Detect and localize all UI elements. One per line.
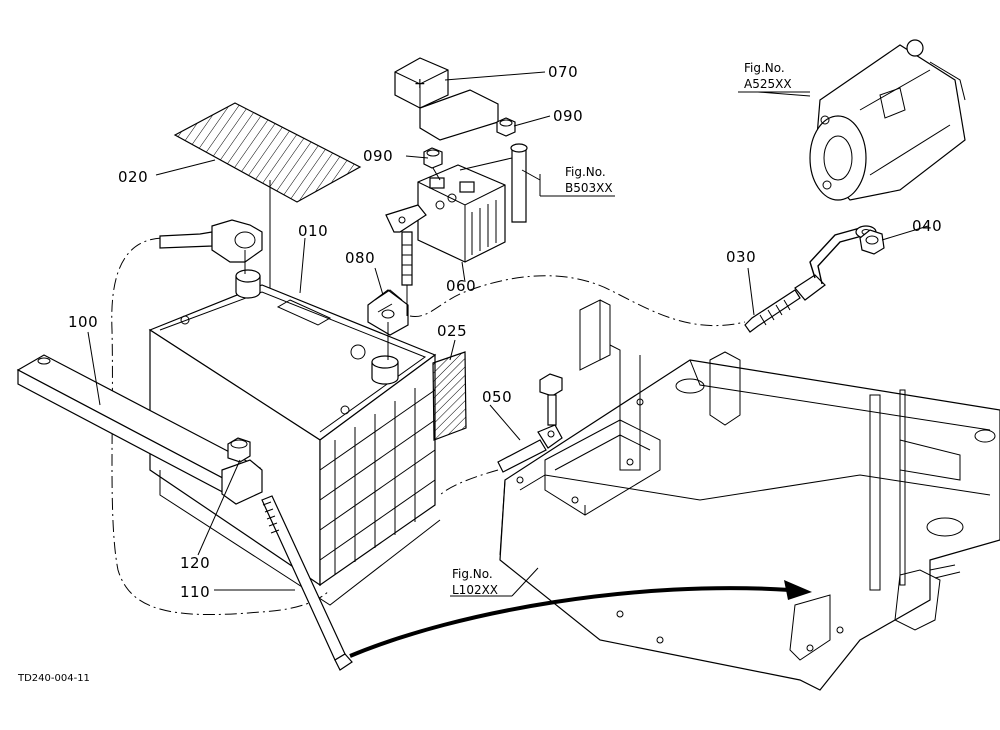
- label-050: 050: [482, 388, 512, 406]
- fig-ref-l102-title: Fig.No.: [452, 567, 493, 581]
- part-labels: 020 010 025 030 040 050 060 070 080 090 …: [68, 63, 942, 601]
- part-120-nut: [227, 437, 251, 463]
- plus-symbol: +: [414, 76, 426, 92]
- part-030-cable: [744, 225, 877, 333]
- starter-motor: [809, 39, 966, 201]
- frame-floor-plate: [499, 299, 1000, 691]
- leader-lines: [87, 71, 929, 597]
- label-090-left: 090: [363, 147, 393, 165]
- fig-ref-l102-code: L102XX: [452, 583, 498, 597]
- label-060: 060: [446, 277, 476, 295]
- part-110-rod: [261, 495, 353, 671]
- label-090-right: 090: [553, 107, 583, 125]
- label-030: 030: [726, 248, 756, 266]
- part-090-nut-left: [423, 147, 443, 181]
- cable-route-lines: [111, 237, 746, 616]
- fig-ref-b503-code: B503XX: [565, 181, 613, 195]
- label-100: 100: [68, 313, 98, 331]
- figure-references: Fig.No. A525XX Fig.No. B503XX Fig.No. L1…: [452, 61, 792, 597]
- part-070-cap: [394, 57, 499, 141]
- label-040: 040: [912, 217, 942, 235]
- label-110: 110: [180, 583, 210, 601]
- fig-ref-a525-title: Fig.No.: [744, 61, 785, 75]
- part-080-terminal: [367, 289, 409, 360]
- drawing-code: TD240-004-11: [17, 673, 90, 684]
- part-090-nut-right: [459, 117, 528, 223]
- label-120: 120: [180, 554, 210, 572]
- label-070: 070: [548, 63, 578, 81]
- negative-cable-clamp: [159, 219, 263, 274]
- part-040-nut: [859, 229, 885, 255]
- label-020: 020: [118, 168, 148, 186]
- fig-ref-b503-title: Fig.No.: [565, 165, 606, 179]
- direction-arrow: [349, 580, 812, 658]
- part-025-plate: [432, 351, 467, 441]
- part-050-ground-cable: [497, 373, 563, 473]
- part-060-fuse-block: [385, 164, 506, 316]
- fig-ref-a525-code: A525XX: [744, 77, 792, 91]
- part-100-hold-bar: [16, 354, 263, 505]
- label-025: 025: [437, 322, 467, 340]
- label-010: 010: [298, 222, 328, 240]
- label-080: 080: [345, 249, 375, 267]
